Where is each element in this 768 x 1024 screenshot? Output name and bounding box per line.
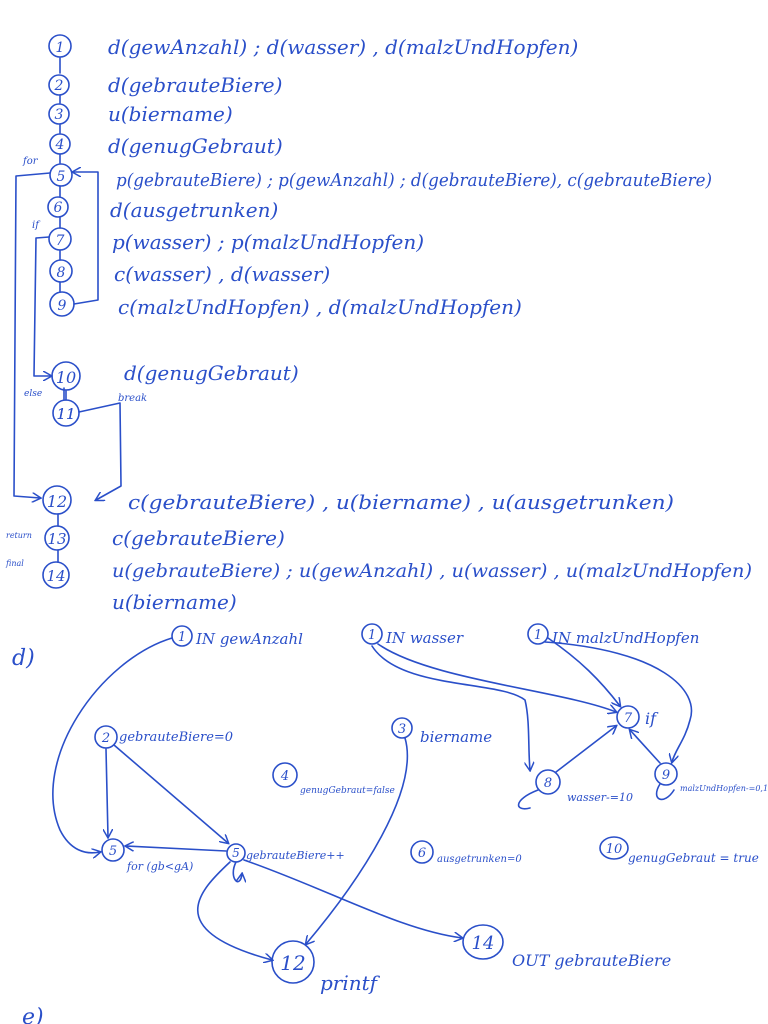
svg-text:malzUndHopfen-=0,1: malzUndHopfen-=0,1	[680, 784, 768, 793]
node-9-text: c(malzUndHopfen) , d(malzUndHopfen)	[118, 295, 522, 319]
svg-text:14: 14	[472, 933, 495, 954]
node-12-text: c(gebrauteBiere) , u(biername) , u(ausge…	[128, 490, 674, 514]
graph-node-ausgetrunken: 6 ausgetrunken=0	[410, 840, 522, 865]
graph-node-biername: 3 biername	[391, 717, 492, 746]
svg-text:3: 3	[398, 722, 406, 737]
node-2: 2	[48, 74, 70, 96]
node-5-text: p(gebrauteBiere) ; p(gewAnzahl) ; d(gebr…	[116, 170, 712, 191]
svg-text:8: 8	[57, 265, 66, 281]
graph-node-malz-dec: 9 malzUndHopfen-=0,1	[654, 762, 768, 793]
svg-text:9: 9	[58, 298, 67, 314]
node-8: 8	[49, 259, 73, 283]
svg-text:IN malzUndHopfen: IN malzUndHopfen	[551, 629, 699, 647]
svg-text:12: 12	[280, 951, 305, 975]
graph-node-printf: 12 printf	[271, 940, 381, 995]
section-label-e: e)	[22, 1005, 44, 1024]
node-1: 1	[48, 34, 72, 58]
svg-text:5: 5	[57, 169, 66, 185]
label-return: return	[6, 531, 32, 540]
svg-text:1: 1	[368, 628, 376, 643]
node-4-text: d(genugGebraut)	[108, 134, 283, 158]
svg-text:3: 3	[55, 107, 64, 123]
graph-node-genuggebraut-true: 10 genugGebraut = true	[599, 836, 759, 865]
node-7-text: p(wasser) ; p(malzUndHopfen)	[112, 230, 424, 254]
node-5: 5	[49, 163, 73, 187]
svg-text:13: 13	[47, 530, 66, 548]
node-8-text: c(wasser) , d(wasser)	[114, 262, 330, 286]
svg-text:2: 2	[54, 78, 64, 94]
node-13: 13	[44, 525, 70, 551]
svg-text:12: 12	[47, 492, 67, 511]
svg-text:genugGebraut=false: genugGebraut=false	[300, 786, 395, 796]
svg-text:IN wasser: IN wasser	[385, 629, 464, 647]
svg-text:4: 4	[55, 137, 65, 153]
svg-text:10: 10	[606, 842, 623, 857]
svg-text:4: 4	[280, 769, 289, 784]
svg-text:biername: biername	[420, 728, 492, 746]
svg-text:if: if	[645, 709, 659, 728]
node-11-number: 11	[56, 405, 75, 423]
svg-text:1: 1	[178, 630, 186, 645]
svg-text:printf: printf	[320, 971, 381, 995]
graph-node-for: 5	[101, 838, 125, 862]
svg-text:9: 9	[662, 768, 670, 783]
graph-node-in-wasser: 1 IN wasser	[361, 623, 464, 647]
graph-node-gebrautebiere-init: 2 gebrauteBiere=0	[94, 725, 233, 749]
svg-text:wasser-=10: wasser-=10	[567, 791, 633, 804]
graph-node-if: 7 if	[616, 705, 659, 729]
dataflow-graph: 1 IN gewAnzahl 1 IN wasser 1 IN malzUndH…	[52, 623, 768, 995]
node-7: 7	[48, 227, 72, 251]
svg-text:genugGebraut = true: genugGebraut = true	[628, 851, 759, 865]
edge-label-for-cond: for (gb<gA)	[126, 860, 193, 873]
graph-node-gebrautebiere-inc: 5 gebrauteBiere++	[226, 843, 345, 863]
node-6-text: d(ausgetrunken)	[110, 198, 278, 222]
label-break: break	[118, 393, 147, 404]
label-final: final	[5, 559, 24, 568]
node-2-text: d(gebrauteBiere)	[108, 73, 282, 97]
node-3-text: u(biername)	[108, 102, 233, 126]
svg-text:ausgetrunken=0: ausgetrunken=0	[437, 854, 522, 865]
node-12: 12	[42, 485, 72, 515]
graph-node-wasser-dec: 8 wasser-=10	[535, 769, 633, 804]
graph-node-in-malzundhopfen: 1 IN malzUndHopfen	[527, 623, 699, 647]
section-label-d: d)	[12, 646, 35, 671]
node-4: 4	[49, 133, 71, 155]
node-13-text: c(gebrauteBiere)	[112, 526, 285, 550]
node-10-text: d(genugGebraut)	[124, 361, 299, 385]
svg-text:6: 6	[54, 200, 63, 216]
node-list: 1 2 3 4 5 6 7 8 9 10 11 12 13 14 11 for …	[5, 34, 752, 614]
svg-text:1: 1	[534, 628, 542, 643]
graph-node-out: 14 OUT gebrauteBiere	[462, 924, 671, 970]
label-else: else	[24, 389, 42, 399]
svg-text:11: 11	[56, 405, 75, 423]
node-3: 3	[48, 103, 70, 125]
svg-text:1: 1	[56, 40, 65, 56]
svg-text:5: 5	[232, 846, 240, 860]
svg-text:7: 7	[624, 711, 633, 726]
svg-text:2: 2	[101, 731, 110, 746]
svg-text:gebrauteBiere=0: gebrauteBiere=0	[119, 730, 233, 745]
label-if: if	[32, 220, 41, 231]
node-14-text: u(gebrauteBiere) ; u(gewAnzahl) , u(wass…	[112, 560, 752, 582]
label-for: for	[22, 156, 39, 167]
node-14-text-cont: u(biername)	[112, 590, 237, 614]
svg-text:14: 14	[46, 567, 65, 585]
svg-text:10: 10	[56, 368, 76, 387]
svg-text:OUT gebrauteBiere: OUT gebrauteBiere	[512, 951, 671, 970]
svg-text:6: 6	[418, 846, 426, 861]
node-14: 14	[42, 561, 70, 589]
node-6: 6	[47, 196, 69, 218]
svg-text:5: 5	[109, 844, 117, 859]
svg-text:8: 8	[544, 776, 552, 791]
node-9: 9	[49, 291, 75, 317]
node-1-text: d(gewAnzahl) ; d(wasser) , d(malzUndHopf…	[108, 35, 578, 59]
graph-node-in-gewanzahl: 1 IN gewAnzahl	[171, 625, 303, 648]
svg-text:IN gewAnzahl: IN gewAnzahl	[195, 630, 303, 648]
svg-text:gebrauteBiere++: gebrauteBiere++	[246, 849, 345, 862]
node-10: 10	[51, 361, 81, 391]
svg-text:7: 7	[56, 233, 65, 249]
graph-node-genuggebraut-false: 4 genugGebraut=false	[272, 762, 395, 796]
